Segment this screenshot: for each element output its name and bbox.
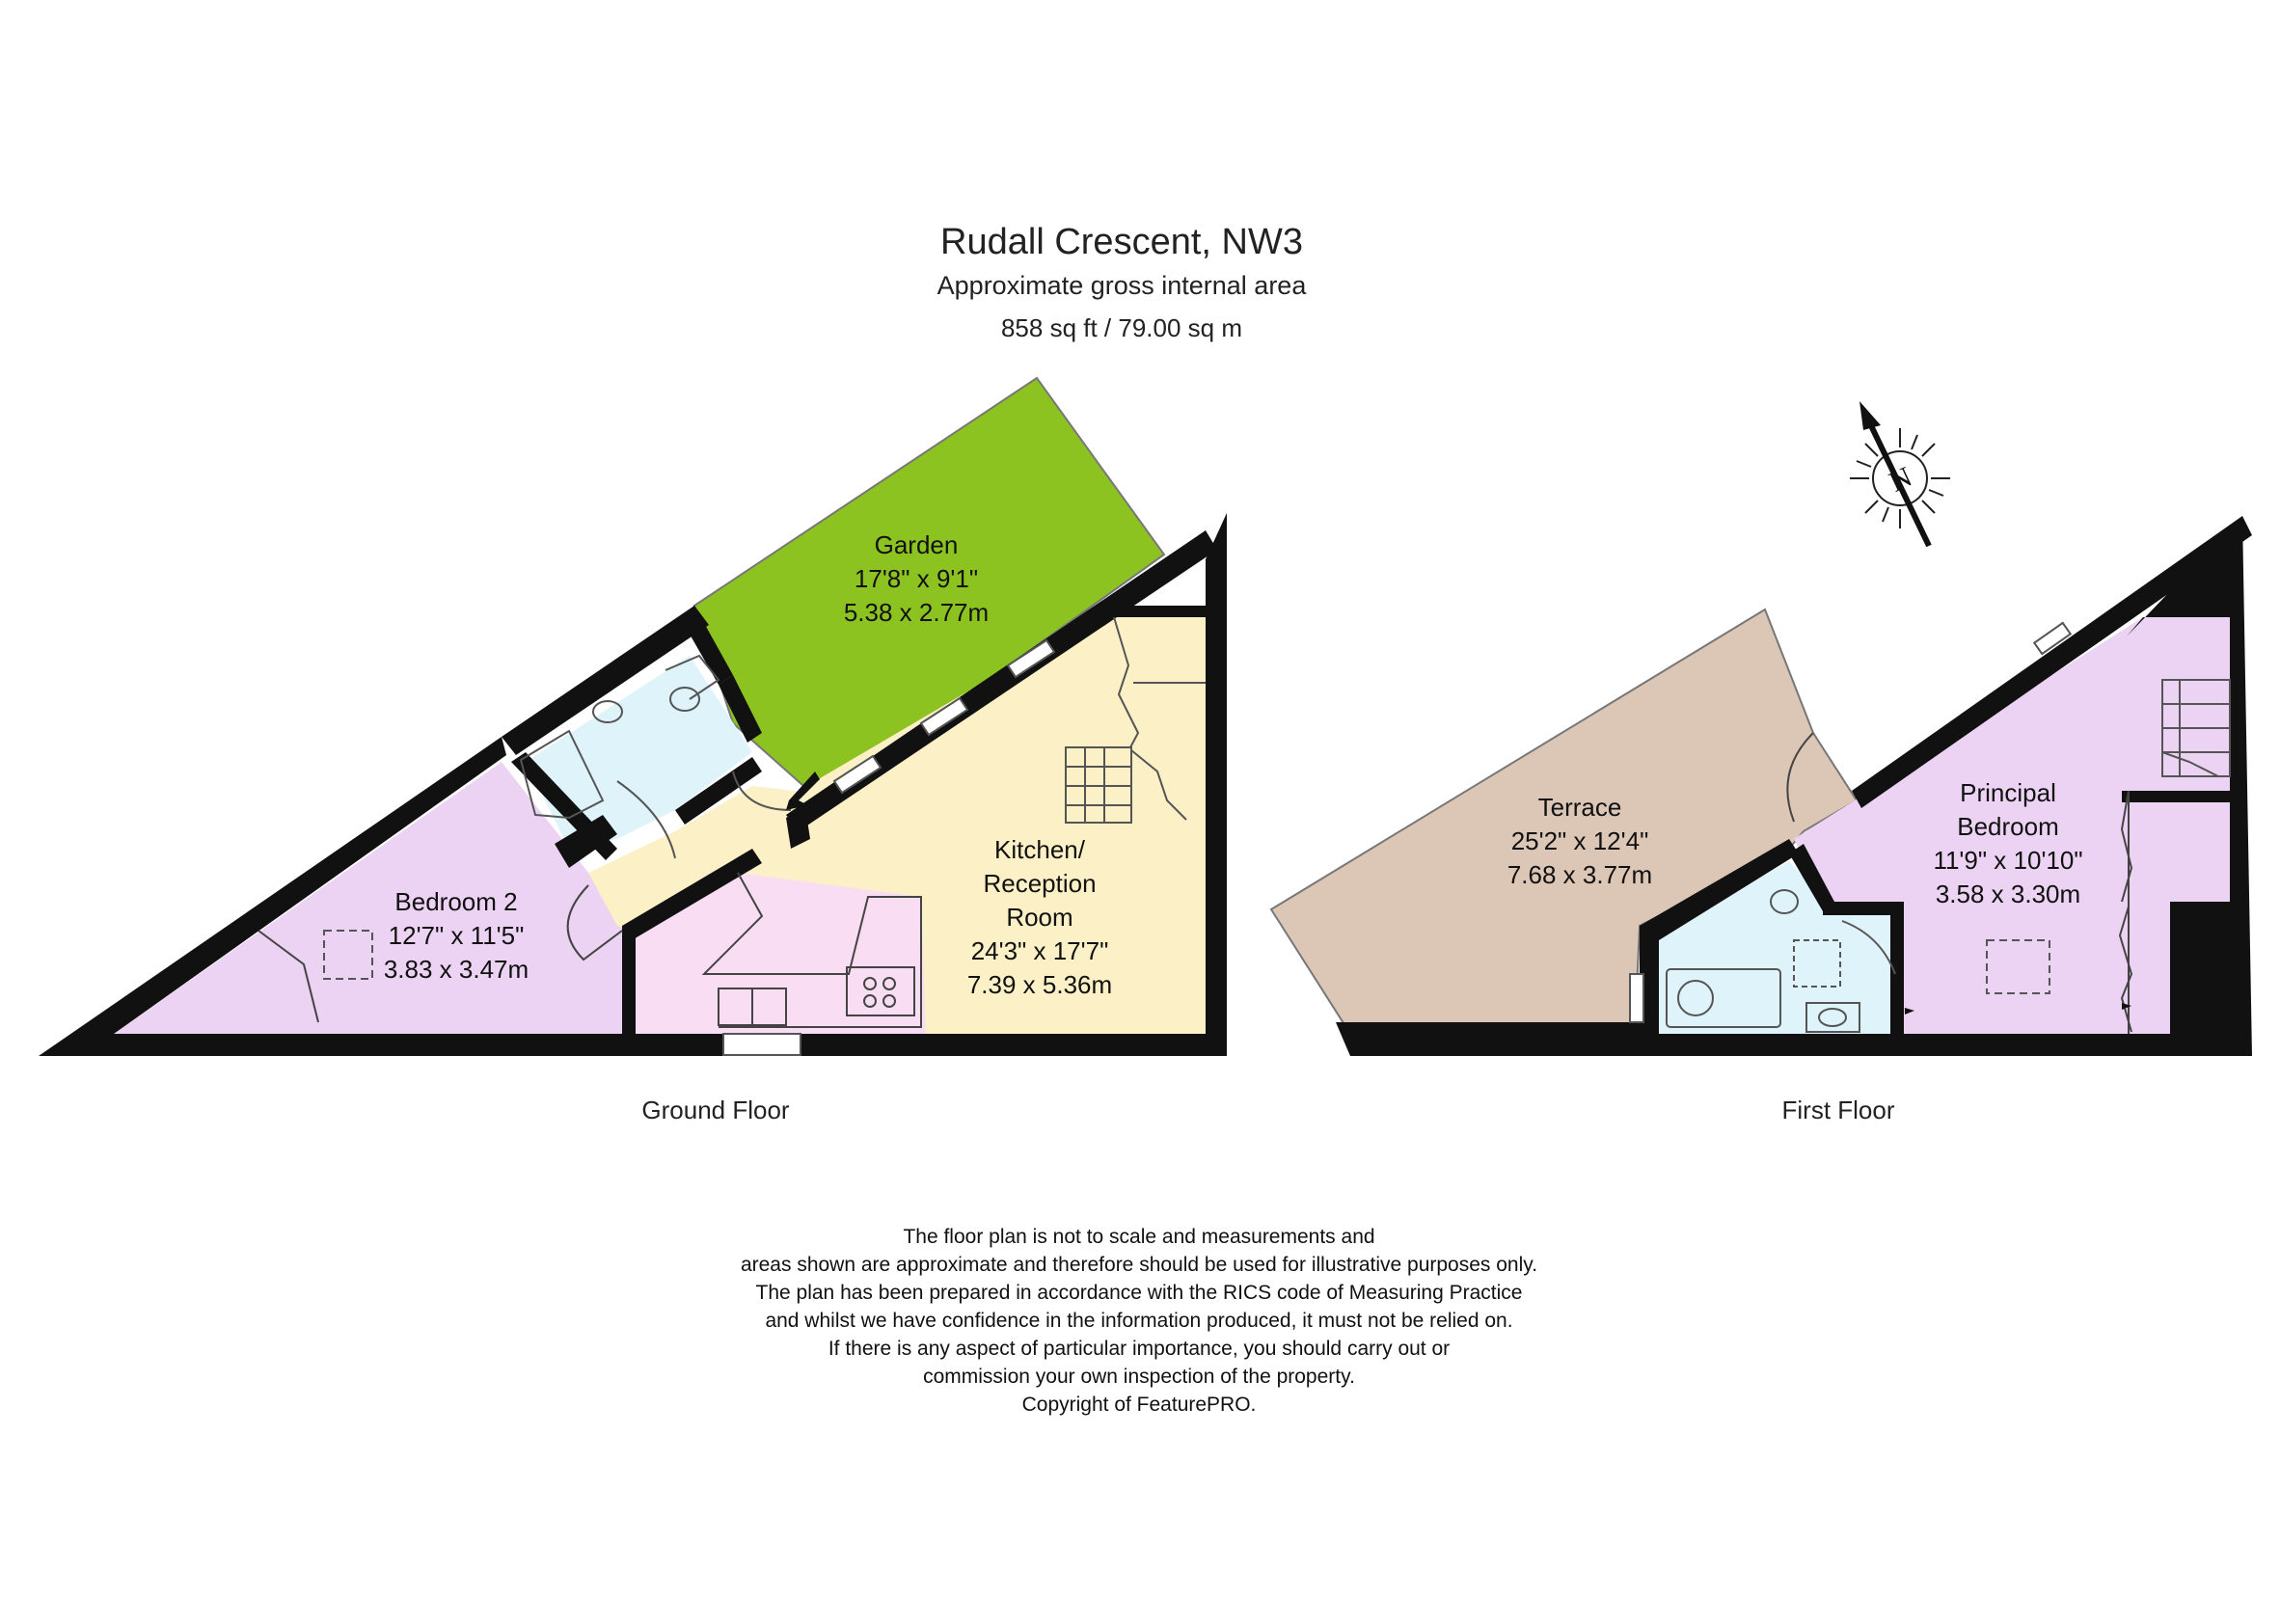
first-door-marks [1905, 1003, 2131, 1015]
principal-rooflight [1986, 939, 2050, 994]
first-floor-plan [1269, 516, 2252, 1056]
plan-subtitle: Approximate gross internal area [936, 271, 1307, 300]
plan-title: Rudall Crescent, NW3 [940, 222, 1303, 262]
bedroom2-name: Bedroom 2 [394, 887, 518, 916]
kitchen-name-3: Room [1006, 903, 1073, 932]
terrace-imperial: 25'2" x 12'4" [1510, 826, 1649, 855]
room-label-kitchen: Kitchen/ Reception Room 24'3" x 17'7" 7.… [967, 833, 1112, 1002]
first-inner-walls [1629, 791, 2230, 1034]
bedroom2-area [114, 762, 622, 1034]
disclaimer: The floor plan is not to scale and measu… [741, 1223, 1537, 1419]
garden-metric: 5.38 x 2.77m [843, 598, 990, 627]
first-floor-label: First Floor [1781, 1096, 1895, 1124]
disclaimer-line: If there is any aspect of particular imp… [828, 1338, 1451, 1360]
room-label-bedroom2: Bedroom 2 12'7" x 11'5" 3.83 x 3.47m [384, 885, 529, 987]
garden-imperial: 17'8" x 9'1" [854, 564, 979, 593]
bathroom-fittings [1666, 889, 1896, 1033]
disclaimer-copyright: Copyright of FeaturePRO. [1021, 1394, 1257, 1416]
room-label-garden: Garden 17'8" x 9'1" 5.38 x 2.77m [844, 528, 989, 630]
bedroom2-rooflight [323, 930, 373, 980]
ground-floor-label: Ground Floor [641, 1096, 790, 1124]
ground-stairs [1065, 616, 1206, 824]
ground-floor-walls [39, 513, 1227, 1056]
bedroom2-imperial: 12'7" x 11'5" [388, 921, 525, 950]
kitchen-units-area [632, 873, 926, 1034]
ground-diagonal-wall [786, 530, 1217, 831]
compass-north-arrow [1859, 401, 1881, 430]
bedroom2-door [566, 884, 623, 961]
compass-letter: N [1885, 461, 1917, 499]
room-label-terrace: Terrace 25'2" x 12'4" 7.68 x 3.77m [1507, 791, 1652, 892]
shower-room-area [526, 656, 752, 849]
kitchen-imperial: 24'3" x 17'7" [970, 936, 1109, 965]
principal-metric: 3.58 x 3.30m [1935, 880, 2081, 908]
ground-inner-walls [502, 606, 810, 1034]
kitchen-name-2: Reception [983, 869, 1097, 898]
disclaimer-line: areas shown are approximate and therefor… [740, 1254, 1538, 1276]
bedroom2-metric: 3.83 x 3.47m [383, 955, 529, 984]
disclaimer-line: commission your own inspection of the pr… [923, 1366, 1355, 1388]
first-floor-stairs [2161, 679, 2231, 777]
kitchen-metric: 7.39 x 5.36m [966, 970, 1113, 999]
disclaimer-line: The floor plan is not to scale and measu… [903, 1226, 1375, 1248]
compass-icon: N [1850, 401, 1950, 548]
principal-imperial: 11'9" x 10'10" [1933, 846, 2083, 875]
ground-floor-plan [39, 376, 1227, 1056]
gross-area: 858 sq ft / 79.00 sq m [1000, 313, 1243, 342]
ground-windows [832, 638, 1056, 795]
disclaimer-line: and whilst we have confidence in the inf… [765, 1310, 1513, 1332]
disclaimer-line: The plan has been prepared in accordance… [755, 1282, 1523, 1304]
garden-name: Garden [874, 530, 959, 559]
kitchen-name-1: Kitchen/ [994, 835, 1085, 864]
bathroom-area [1659, 861, 1900, 1034]
shower-room-fittings [519, 654, 792, 859]
kitchen-counter [701, 872, 922, 1028]
terrace-door [1786, 732, 1814, 823]
bedroom2-wardrobe [258, 930, 319, 1023]
principal-name-2: Bedroom [1957, 812, 2059, 841]
terrace-metric: 7.68 x 3.77m [1506, 860, 1653, 889]
entrance-arrow-icon [786, 771, 820, 810]
kitchen-bottom-window [722, 1033, 801, 1056]
principal-bedroom-window [2032, 621, 2073, 656]
terrace-name: Terrace [1537, 793, 1622, 822]
principal-wardrobes [2118, 790, 2133, 1034]
principal-name-1: Principal [1960, 778, 2056, 807]
first-floor-diagonal-wall [1852, 516, 2252, 808]
room-label-principal-bedroom: Principal Bedroom 11'9" x 10'10" 3.58 x … [1933, 776, 2082, 911]
